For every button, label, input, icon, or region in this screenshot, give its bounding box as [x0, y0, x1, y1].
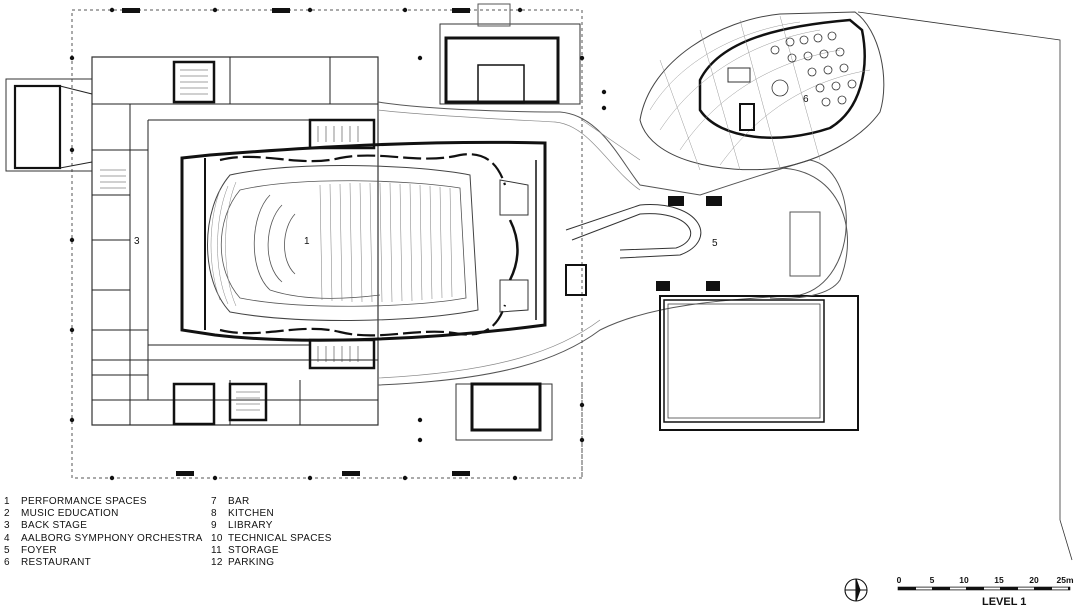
auditorium-outer-wall [180, 140, 547, 342]
main-building-outline [91, 56, 379, 426]
scale-bar [897, 586, 1071, 591]
parking-block [659, 295, 859, 431]
label-performance: 1 [304, 236, 310, 247]
label-foyer: 5 [712, 238, 718, 249]
level-title: LEVEL 1 [982, 596, 1027, 608]
scale-tick: 0 [896, 575, 902, 585]
scale-tick: 5 [929, 575, 935, 585]
scale-tick: 20 [1029, 575, 1039, 585]
foyer-stair [565, 204, 702, 259]
site-boundary-dashed [71, 9, 583, 479]
scale-tick: 15 [994, 575, 1004, 585]
west-annex [5, 78, 93, 172]
label-restaurant: 6 [803, 94, 809, 105]
scale-tick: 25m [1056, 575, 1074, 585]
scale-bar-ticks: 0 5 10 15 20 25m [893, 575, 1074, 587]
scale-tick: 10 [959, 575, 969, 585]
seating-bowl [207, 165, 479, 321]
label-backstage: 3 [134, 236, 140, 247]
foyer-envelope [377, 101, 847, 386]
south-stair-tower [455, 383, 553, 441]
north-arrow-icon [844, 578, 868, 602]
restaurant-shell [639, 11, 885, 171]
